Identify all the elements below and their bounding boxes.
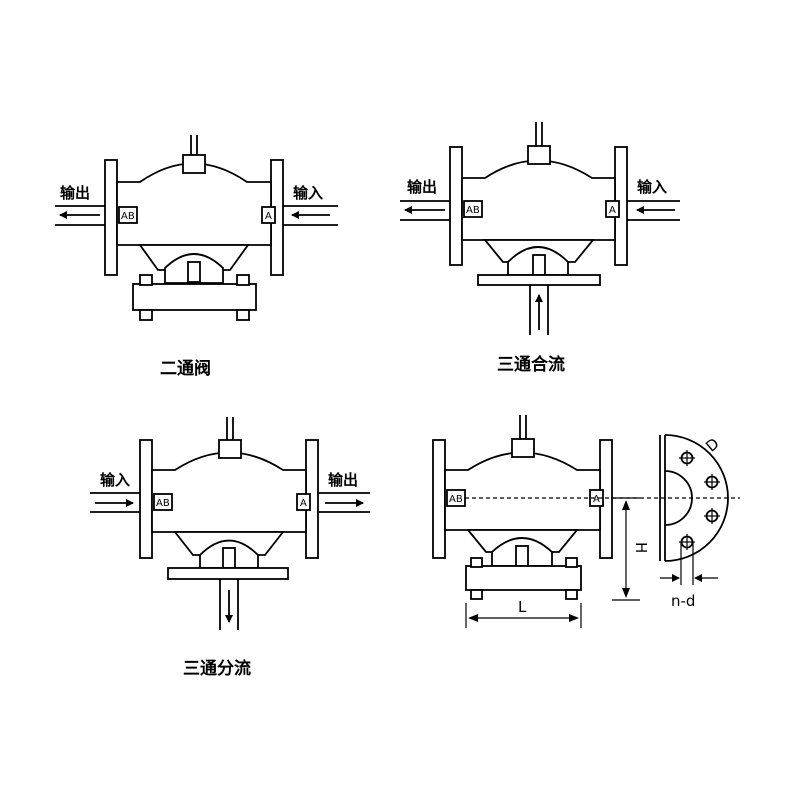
svg-text:AB: AB — [449, 494, 463, 505]
port-label-a: A — [265, 211, 272, 222]
svg-text:输入: 输入 — [637, 178, 667, 196]
svg-text:三通分流: 三通分流 — [183, 658, 251, 679]
valve-base — [132, 283, 257, 311]
outlet-label: 输出 — [60, 184, 90, 202]
left-flange — [104, 159, 118, 276]
svg-text:输出: 输出 — [407, 178, 437, 196]
svg-text:AB: AB — [156, 498, 170, 509]
length-label: L — [518, 598, 527, 616]
holes-label: n-d — [671, 592, 695, 610]
svg-text:A: A — [300, 498, 307, 509]
dimension-drawing: AB A H L D — [432, 415, 740, 628]
height-label: H — [632, 542, 650, 553]
three-way-diverting-valve: AB A 输入 输出 三通分流 — [90, 417, 370, 679]
svg-text:输出: 输出 — [328, 471, 358, 489]
caption-two-way: 二通阀 — [160, 358, 211, 379]
port-label-ab: AB — [121, 211, 135, 222]
two-way-valve: AB A 输出 输入 二通阀 — [55, 135, 338, 379]
svg-text:三通合流: 三通合流 — [497, 354, 565, 375]
inlet-label: 输入 — [293, 184, 323, 202]
svg-text:输入: 输入 — [100, 471, 130, 489]
three-way-mixing-valve: AB A 输出 输入 三通合流 — [400, 122, 680, 375]
svg-text:A: A — [593, 494, 600, 505]
svg-text:AB: AB — [466, 205, 480, 216]
svg-text:A: A — [609, 205, 616, 216]
diameter-label: D — [702, 434, 722, 455]
valve-body — [116, 162, 272, 246]
